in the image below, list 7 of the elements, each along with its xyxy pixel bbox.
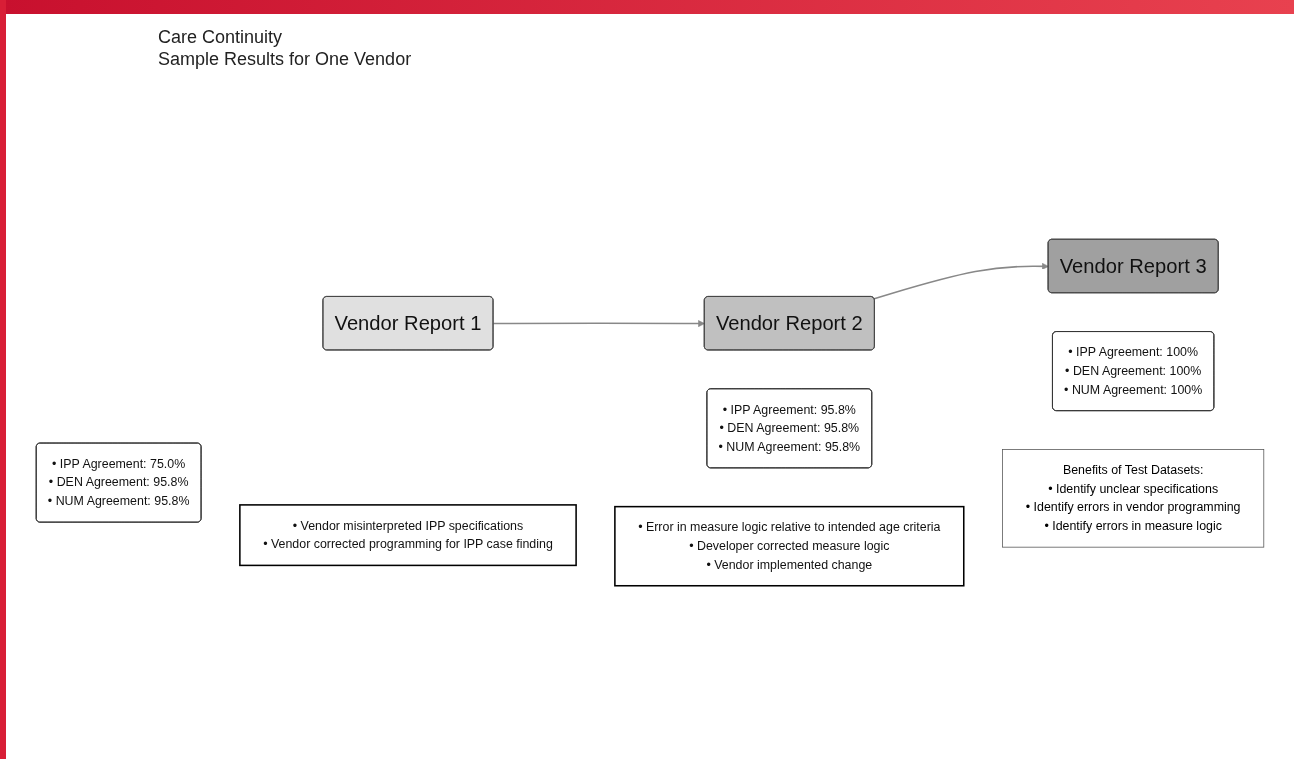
node-box: • Vendor misinterpreted IPP specifications • Vendor corrected programming for IPP case finding — [239, 504, 577, 567]
subtitle: Sample Results for One Vendor — [158, 48, 412, 70]
arrow — [492, 320, 705, 327]
arrow — [873, 262, 1049, 300]
node-box: Benefits of Test Datasets: • Identify unclear specifications • Identify errors in vendor programming • Identify errors in measure logic — [1002, 449, 1265, 548]
title: Care Continuity — [158, 26, 284, 48]
node-box: • Error in measure logic relative to intended age criteria • Developer corrected measure logic • Vendor implemented change — [614, 505, 965, 587]
